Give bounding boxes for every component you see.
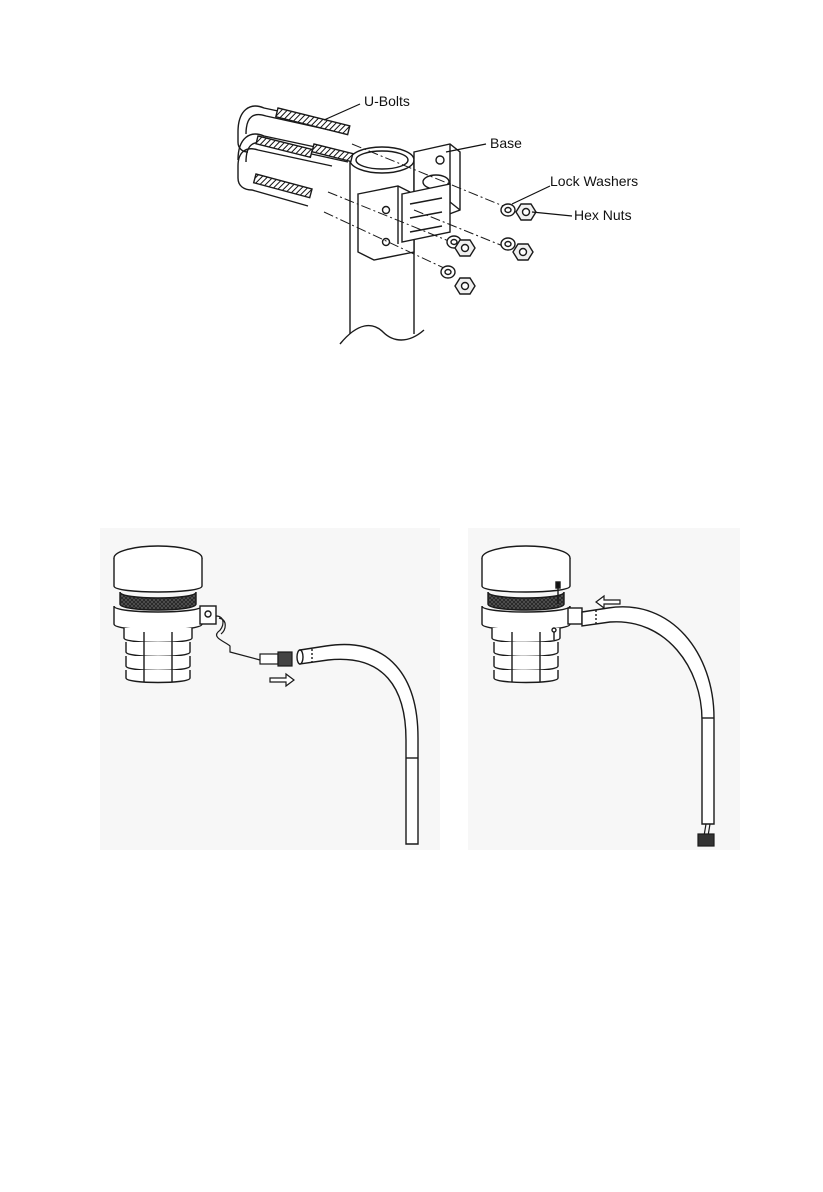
mounting-diagram: U-Bolts Base Lock Washers Hex Nuts	[228, 82, 648, 352]
arrow-left-icon	[596, 596, 620, 608]
cable-end	[698, 824, 714, 846]
mounting-tube	[582, 607, 714, 824]
hex-nuts	[455, 204, 536, 294]
mounting-diagram-svg: U-Bolts Base Lock Washers Hex Nuts	[228, 82, 648, 352]
mounting-tube	[297, 645, 418, 844]
lock-washers	[441, 204, 515, 278]
cable	[216, 616, 260, 660]
page-footer-edge	[0, 1184, 823, 1192]
label-base: Base	[490, 135, 522, 151]
sensor-unit	[482, 546, 582, 683]
sensor-unit	[114, 546, 216, 683]
label-lock-washers: Lock Washers	[550, 173, 638, 189]
cable-connector	[260, 652, 292, 666]
arrow-right-icon	[270, 674, 294, 686]
cable-connect-diagram	[100, 528, 440, 850]
label-hex-nuts: Hex Nuts	[574, 207, 632, 223]
cable-connect-svg	[100, 528, 440, 850]
label-u-bolts: U-Bolts	[364, 93, 410, 109]
tube-insert-svg	[468, 528, 740, 850]
u-bolts	[238, 106, 353, 206]
tube-insert-diagram	[468, 528, 740, 850]
